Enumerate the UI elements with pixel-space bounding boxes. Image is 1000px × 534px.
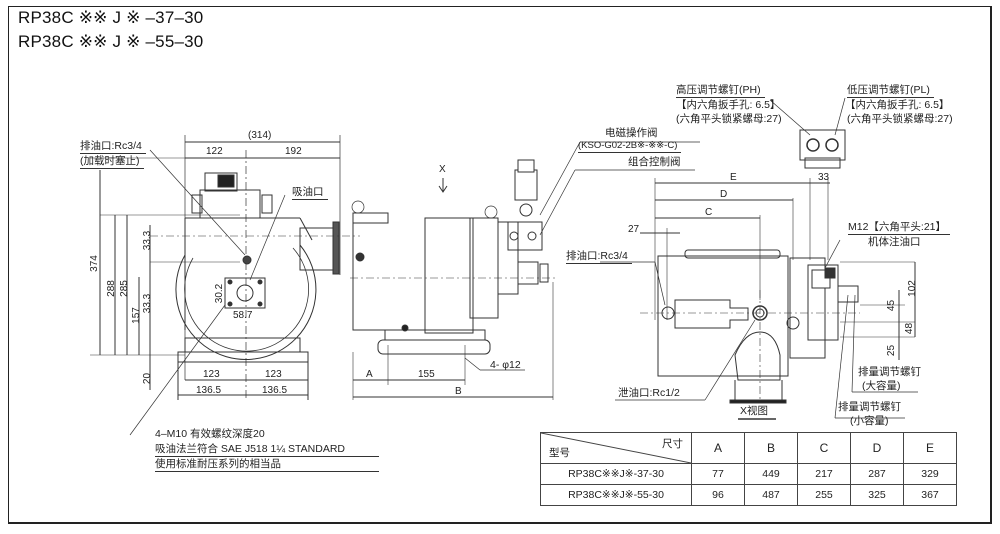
- dim-offset-33-3-top: 33.3: [142, 230, 154, 251]
- row-model: RP38C※※J※-37-30: [540, 463, 692, 485]
- col-header-b: B: [744, 432, 798, 464]
- dim-h-45: 45: [886, 299, 898, 312]
- col-header-c: C: [797, 432, 851, 464]
- high-pressure-wrench: 【内六角扳手孔: 6.5】: [676, 99, 781, 111]
- fill-port-spec: M12【六角平头:21】: [848, 221, 951, 235]
- dim-e: E: [730, 172, 737, 183]
- dim-overall-width: (314): [248, 130, 272, 141]
- header-size-label: 尺寸: [662, 438, 683, 450]
- disp-screw-small-note: (小容量): [850, 415, 889, 427]
- mount-holes-label: 4- φ12: [490, 359, 521, 371]
- cell-a: 96: [691, 484, 745, 506]
- model-title-55: RP38C ※※ J ※ –55–30: [18, 32, 204, 51]
- low-pressure-nut: (六角平头锁紧螺母:27): [847, 113, 953, 125]
- dim-b: B: [455, 386, 462, 397]
- cell-e: 367: [903, 484, 957, 506]
- dim-h-48: 48: [904, 322, 916, 335]
- dim-left-width: 122: [206, 146, 223, 157]
- note-sae-flange: 吸油法兰符合 SAE J518 1¼ STANDARD: [155, 443, 379, 457]
- front-view: [90, 135, 360, 436]
- header-model-label: 型号: [549, 447, 570, 459]
- disp-screw-large-note: (大容量): [862, 380, 901, 392]
- col-header-e: E: [903, 432, 957, 464]
- dim-height-288: 288: [105, 280, 117, 297]
- high-pressure-nut: (六角平头锁紧螺母:27): [676, 113, 782, 125]
- cell-b: 449: [744, 463, 798, 485]
- cell-d: 287: [850, 463, 904, 485]
- col-header-d: D: [850, 432, 904, 464]
- dim-c: C: [705, 207, 713, 218]
- cell-e: 329: [903, 463, 957, 485]
- dim-height-157: 157: [130, 307, 142, 324]
- cell-b: 487: [744, 484, 798, 506]
- leak-port-label: 泄油口:Rc1/2: [618, 387, 680, 399]
- dim-flange-30-2: 30.2: [214, 283, 226, 304]
- fill-port-label: 机体注油口: [868, 236, 921, 248]
- dim-offset-33-3-bottom: 33.3: [142, 293, 154, 314]
- dim-mount-spacing: 155: [418, 369, 435, 380]
- table-row: RP38C※※J※-55-30 96 487 255 325 367: [540, 484, 957, 506]
- cell-a: 77: [691, 463, 745, 485]
- x-view-marker: X: [439, 164, 446, 175]
- dim-flange-58-7: 58.7: [233, 310, 253, 321]
- solenoid-valve-model: (KSO-G02-2B※-※※-C): [578, 139, 682, 153]
- note-standard-series: 使用标准耐压系列的相当品: [155, 458, 379, 472]
- drain-port-left-label: 排油口:Rc3/4: [80, 140, 146, 154]
- dim-base-123-right: 123: [265, 369, 282, 380]
- rear-view: [600, 97, 918, 420]
- dimension-table: 尺寸 型号 A B C D E RP38C※※J※-37-30 77 449 2…: [540, 432, 957, 506]
- dim-height-285: 285: [118, 280, 130, 297]
- dim-right-width: 192: [285, 146, 302, 157]
- model-title-37: RP38C ※※ J ※ –37–30: [18, 8, 204, 27]
- low-pressure-screw-label: 低压调节螺钉(PL): [847, 84, 934, 98]
- low-pressure-wrench: 【内六角扳手孔: 6.5】: [845, 99, 950, 111]
- dim-offset-33: 33: [818, 172, 830, 183]
- dim-base-123-left: 123: [203, 369, 220, 380]
- suction-port-label: 吸油口: [292, 186, 328, 200]
- cell-c: 217: [797, 463, 851, 485]
- cell-c: 255: [797, 484, 851, 506]
- disp-screw-large-label: 排量调节螺钉: [858, 366, 921, 378]
- drain-port-right-label: 排油口:Rc3/4: [566, 250, 632, 264]
- note-thread-depth: 4–M10 有效螺纹深度20: [155, 428, 265, 440]
- dim-height-374: 374: [88, 255, 100, 272]
- dim-base-136-5-left: 136.5: [196, 385, 222, 396]
- dim-a: A: [366, 369, 373, 380]
- side-view: [350, 141, 700, 400]
- x-view-label: X视图: [740, 405, 769, 417]
- dim-h-102: 102: [906, 280, 918, 297]
- high-pressure-screw-label: 高压调节螺钉(PH): [676, 84, 765, 98]
- solenoid-valve-label: 电磁操作阀: [605, 127, 658, 139]
- row-model: RP38C※※J※-55-30: [540, 484, 692, 506]
- table-row: RP38C※※J※-37-30 77 449 217 287 329: [540, 463, 957, 485]
- dim-offset-27: 27: [628, 224, 640, 235]
- drain-port-left-note: (加载时塞止): [80, 155, 144, 169]
- dim-d: D: [720, 189, 728, 200]
- dim-base-20: 20: [142, 372, 154, 385]
- dim-base-136-5-right: 136.5: [262, 385, 288, 396]
- disp-screw-small-label: 排量调节螺钉: [838, 401, 901, 413]
- cell-d: 325: [850, 484, 904, 506]
- header-diagonal-line: [541, 433, 691, 463]
- drawing-frame: [8, 6, 992, 524]
- col-header-a: A: [691, 432, 745, 464]
- dim-h-25: 25: [886, 344, 898, 357]
- combination-valve-label: 组合控制阀: [628, 156, 681, 168]
- table-header-row: 尺寸 型号 A B C D E: [540, 432, 957, 464]
- table-header-corner: 尺寸 型号: [540, 432, 692, 464]
